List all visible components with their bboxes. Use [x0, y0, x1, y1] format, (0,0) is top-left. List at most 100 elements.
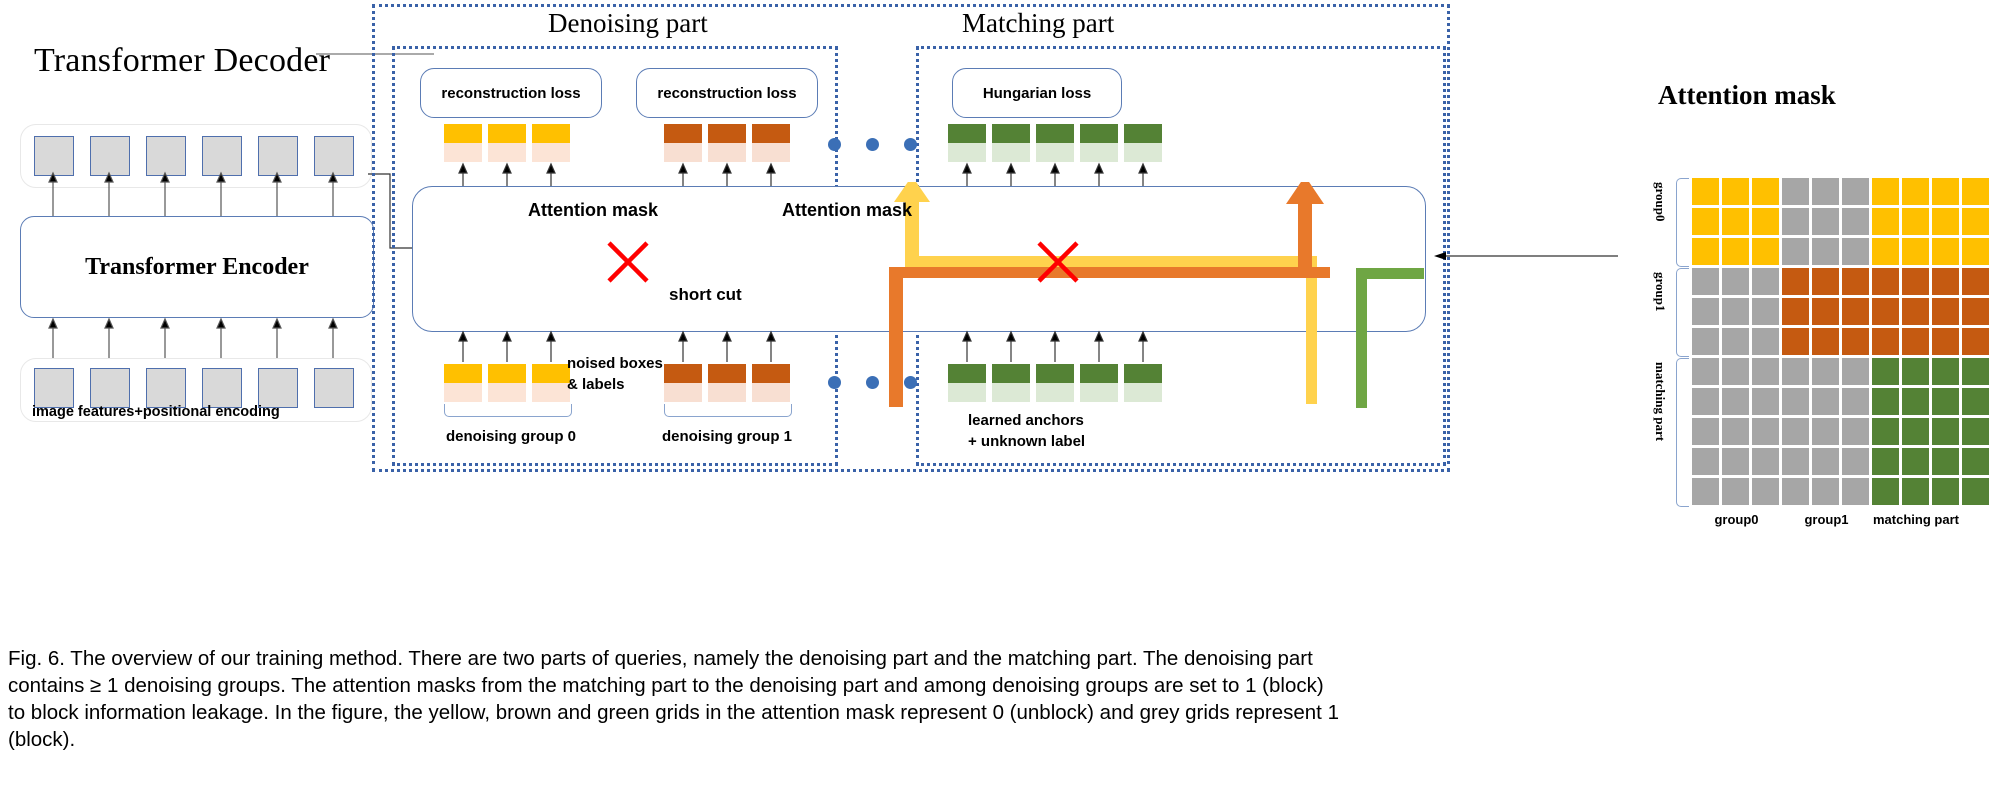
mask-cell: [1752, 478, 1779, 505]
mask-cell: [1902, 448, 1929, 475]
mask-cell: [1872, 268, 1899, 295]
mask-cell: [1782, 178, 1809, 205]
mask-cell: [1932, 268, 1959, 295]
encoder-input-row-container: [20, 358, 372, 422]
mask-cell: [1692, 388, 1719, 415]
mask-cell: [1782, 388, 1809, 415]
mask-cell: [1842, 178, 1869, 205]
query-token-matching: [1036, 364, 1074, 402]
output-token-group0: [532, 124, 570, 162]
mask-cell: [1932, 328, 1959, 355]
row-brace-group0: [1676, 178, 1689, 267]
encoder-input-label: image features+positional encoding: [32, 404, 280, 420]
mask-cell: [1752, 268, 1779, 295]
mask-cell: [1692, 418, 1719, 445]
decoder-to-output-arrows: [458, 162, 1148, 188]
mask-cell: [1962, 268, 1989, 295]
mask-cell: [1812, 478, 1839, 505]
mask-cell: [1962, 418, 1989, 445]
mask-cell: [1902, 388, 1929, 415]
caption-line-1: Fig. 6. The overview of our training met…: [8, 647, 1313, 670]
mask-cell: [1782, 298, 1809, 325]
col-label-matching: matching part: [1873, 512, 1959, 527]
mask-cell: [1962, 298, 1989, 325]
encoder-input-token: [34, 368, 74, 408]
ellipsis-dot: [904, 376, 917, 389]
mask-cell: [1902, 208, 1929, 235]
mask-cell: [1872, 328, 1899, 355]
mask-cell: [1962, 448, 1989, 475]
mask-cell: [1722, 448, 1749, 475]
decoder-token: [34, 136, 74, 176]
reconstruction-loss-box-1: reconstruction loss: [636, 68, 818, 118]
mask-cell: [1872, 178, 1899, 205]
output-token-matching: [948, 124, 986, 162]
query-token-group1: [752, 364, 790, 402]
output-token-matching: [1124, 124, 1162, 162]
mask-cell: [1932, 178, 1959, 205]
row-label-matching: matching part: [1653, 362, 1668, 442]
ellipsis-dot: [866, 138, 879, 151]
mask-cell: [1812, 238, 1839, 265]
and-labels-label: & labels: [567, 376, 625, 393]
encoder-input-token: [90, 368, 130, 408]
mask-cell: [1902, 298, 1929, 325]
mask-cell: [1932, 238, 1959, 265]
ellipsis-dot: [828, 138, 841, 151]
mask-cell: [1752, 208, 1779, 235]
mask-cell: [1902, 238, 1929, 265]
mask-cell: [1782, 448, 1809, 475]
mask-cell: [1782, 268, 1809, 295]
mask-cell: [1932, 298, 1959, 325]
encoder-to-decoder-arrows: [48, 171, 338, 216]
mask-cell: [1692, 358, 1719, 385]
denoising-group-1-label: denoising group 1: [662, 428, 792, 445]
row-label-group1: group1: [1653, 272, 1668, 312]
mask-cell: [1782, 238, 1809, 265]
learned-anchors-label: learned anchors: [968, 412, 1084, 429]
matching-part-title: Matching part: [962, 8, 1115, 38]
decoder-token: [202, 136, 242, 176]
mask-cell: [1692, 448, 1719, 475]
mask-cell: [1812, 418, 1839, 445]
mask-cell: [1842, 448, 1869, 475]
mask-cell: [1872, 358, 1899, 385]
mask-cell: [1812, 328, 1839, 355]
decoder-token: [258, 136, 298, 176]
mask-cell: [1812, 178, 1839, 205]
mask-cell: [1902, 358, 1929, 385]
query-token-group0: [444, 364, 482, 402]
mask-cell: [1722, 208, 1749, 235]
col-label-group0: group0: [1714, 512, 1759, 527]
query-token-group1: [708, 364, 746, 402]
mask-cell: [1902, 478, 1929, 505]
mask-cell: [1872, 298, 1899, 325]
mask-cell: [1872, 448, 1899, 475]
mask-cell: [1962, 178, 1989, 205]
transformer-encoder-label: Transformer Encoder: [85, 253, 309, 280]
mask-cell: [1722, 238, 1749, 265]
denoising-group-0-brace: [444, 404, 572, 417]
query-token-matching: [992, 364, 1030, 402]
short-cut-label: short cut: [669, 285, 742, 304]
mask-cell: [1782, 478, 1809, 505]
mask-cell: [1812, 358, 1839, 385]
mask-cell: [1812, 298, 1839, 325]
mask-cell: [1722, 388, 1749, 415]
mask-cell: [1842, 208, 1869, 235]
output-token-matching: [992, 124, 1030, 162]
attention-mask-grid: [1692, 178, 1992, 505]
row-label-group0: group0: [1653, 182, 1668, 222]
output-token-group0: [488, 124, 526, 162]
mask-cell: [1962, 388, 1989, 415]
encoder-input-token: [202, 368, 242, 408]
loss-label: reconstruction loss: [441, 84, 581, 102]
denoising-group-1-brace: [664, 404, 792, 417]
attention-mask-label-left: Attention mask: [528, 200, 659, 220]
query-token-matching: [1124, 364, 1162, 402]
row-brace-group1: [1676, 268, 1689, 357]
mask-cell: [1872, 238, 1899, 265]
mask-cell: [1962, 358, 1989, 385]
output-token-matching: [1036, 124, 1074, 162]
mask-cell: [1722, 298, 1749, 325]
